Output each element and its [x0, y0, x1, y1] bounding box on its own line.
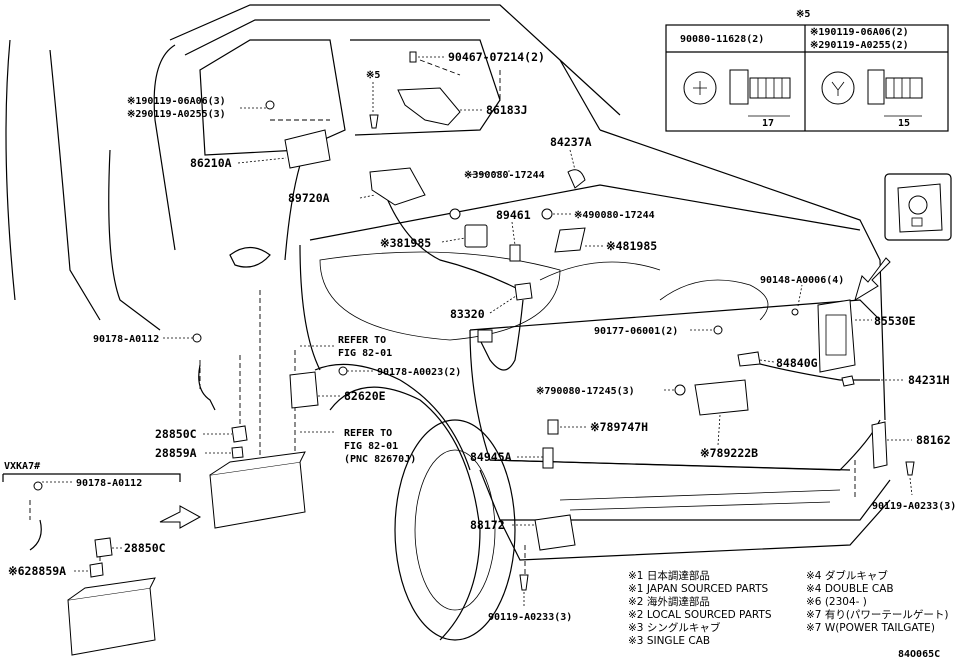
- vehicle-body-outline: [5, 4, 891, 641]
- parts-shapes: [33, 51, 915, 656]
- legend-right-2: ※4 DOUBLE CAB: [806, 583, 894, 595]
- inset-col2-header-a: ※190119-06A06(2): [810, 27, 909, 38]
- legend-right-5: ※7 W(POWER TAILGATE): [806, 622, 935, 634]
- label-86183J: 86183J: [486, 103, 528, 117]
- diagram-code: 84O065C: [898, 649, 940, 660]
- label-90119-A0233-bottom: 90119-A0233(3): [488, 612, 572, 623]
- label-refer2-c: (PNC 82670J): [344, 454, 416, 465]
- label-s5: ※5: [366, 70, 380, 81]
- label-28859A-bottom: ※628859A: [8, 564, 66, 578]
- label-90178-A0023: 90178-A0023(2): [377, 367, 461, 378]
- label-82620E: 82620E: [344, 389, 386, 403]
- label-84945A: 84945A: [470, 450, 512, 464]
- legend-right-3: ※6 (2304- ): [806, 596, 867, 608]
- label-89461: 89461: [496, 208, 531, 222]
- label-81985-3: ※381985: [380, 236, 431, 250]
- label-refer2-b: FIG 82-01: [344, 441, 398, 452]
- label-28850C-bottom: 28850C: [124, 541, 166, 555]
- legend-notes: ※1 日本調達部品 ※1 JAPAN SOURCED PARTS ※2 海外調達…: [628, 569, 949, 647]
- inset-dim-1: 17: [762, 118, 774, 129]
- label-28850C: 28850C: [155, 427, 197, 441]
- label-refer1-a: REFER TO: [338, 335, 386, 346]
- legend-left-5: ※3 シングルキャブ: [628, 621, 721, 634]
- label-85530E: 85530E: [874, 314, 916, 328]
- variant-bracket: [3, 473, 181, 482]
- label-refer1-b: FIG 82-01: [338, 348, 392, 359]
- label-89720A: 89720A: [288, 191, 330, 205]
- label-83320: 83320: [450, 307, 485, 321]
- label-90119-A0255: ※290119-A0255(3): [127, 109, 226, 120]
- label-81985-4: ※481985: [606, 239, 657, 253]
- legend-right-4: ※7 有り(パワーテールゲート): [806, 608, 949, 621]
- legend-left-4: ※2 LOCAL SOURCED PARTS: [628, 609, 772, 621]
- hex-head-icon: [821, 71, 855, 105]
- inset-col2-header-b: ※290119-A0255(2): [810, 40, 909, 51]
- label-84231H: 84231H: [908, 373, 950, 387]
- label-89222B: ※789222B: [700, 446, 758, 460]
- outlet-inset: [884, 173, 952, 241]
- label-90148: 90148-A0006(4): [760, 275, 844, 286]
- label-89747H: ※789747H: [590, 420, 648, 434]
- leader-lines: [42, 56, 913, 608]
- label-90080-17245: ※790080-17245(3): [536, 386, 635, 397]
- legend-right-1: ※4 ダブルキャブ: [806, 569, 888, 582]
- label-vxka: VXKA7#: [4, 461, 40, 472]
- pointer-arrows: [159, 257, 891, 529]
- part-labels: 90467-07214(2) 86183J ※5 ※190119-06A06(3…: [4, 50, 956, 623]
- label-90467: 90467-07214(2): [448, 50, 545, 64]
- inset-col1-header: 90080-11628(2): [680, 34, 764, 45]
- legend-left-3: ※2 海外調達部品: [628, 595, 710, 608]
- legend-left-1: ※1 日本調達部品: [628, 569, 710, 582]
- legend-left-6: ※3 SINGLE CAB: [628, 635, 710, 647]
- label-90080-17244-4: ※490080-17244: [574, 210, 655, 221]
- label-84840G: 84840G: [776, 356, 818, 370]
- label-refer2-a: REFER TO: [344, 428, 392, 439]
- label-84237A: 84237A: [550, 135, 592, 149]
- label-28859A: 28859A: [155, 446, 197, 460]
- inset-dim-2: 15: [898, 118, 910, 129]
- label-90119-A0233-right: 90119-A0233(3): [872, 501, 956, 512]
- label-90177: 90177-06001(2): [594, 326, 678, 337]
- label-90178-A0112-bottom: 90178-A0112: [76, 478, 142, 489]
- label-90119-06A06: ※190119-06A06(3): [127, 96, 226, 107]
- label-88162: 88162: [916, 433, 951, 447]
- label-86210A: 86210A: [190, 156, 232, 170]
- legend-left-2: ※1 JAPAN SOURCED PARTS: [628, 583, 769, 595]
- inset-fastener-table: ※5 90080-11628(2) ※190119-06A06(2) ※2901…: [665, 9, 949, 132]
- label-90080-17244-3: ※390080-17244: [464, 170, 545, 181]
- label-88172: 88172: [470, 518, 505, 532]
- label-90178-A0112-top: 90178-A0112: [93, 334, 159, 345]
- inset-title: ※5: [796, 9, 810, 20]
